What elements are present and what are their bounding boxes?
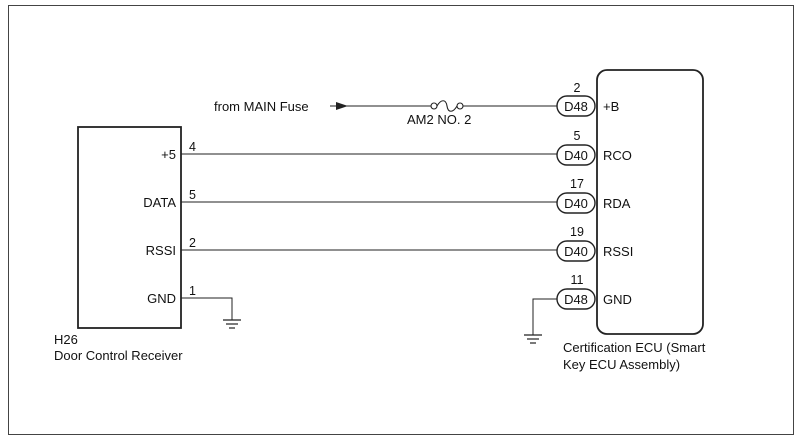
ecu-ground-symbol (524, 334, 542, 344)
receiver-pin-4: 4 (189, 140, 196, 154)
fuse-symbol (430, 100, 464, 112)
ecu-connector-label: D40 (564, 244, 588, 259)
receiver-pin-1: 1 (189, 284, 196, 298)
receiver-name: Door Control Receiver (54, 348, 183, 363)
receiver-terminal-plus5: +5 (161, 147, 176, 162)
ecu-terminal-rssi: RSSI (603, 244, 633, 259)
ecu-connector-rda (556, 192, 596, 214)
ecu-terminal-rda: RDA (603, 196, 631, 211)
receiver-pin-2: 2 (189, 236, 196, 250)
ecu-pin-19: 19 (570, 225, 584, 239)
receiver-pin-5: 5 (189, 188, 196, 202)
receiver-terminal-rssi: RSSI (146, 243, 176, 258)
ecu-pin-11: 11 (571, 273, 584, 287)
ecu-terminal-gnd: GND (603, 292, 632, 307)
ecu-terminal-plusb: +B (603, 99, 619, 114)
receiver-terminal-data: DATA (143, 195, 176, 210)
supply-arrow (336, 102, 348, 110)
ecu-connector-label: D48 (564, 292, 588, 307)
ecu-pin-5: 5 (574, 129, 581, 143)
ecu-ground-wire (532, 298, 557, 335)
ecu-pin-17: 17 (570, 177, 584, 191)
receiver-terminal-gnd: GND (147, 291, 176, 306)
receiver-box (77, 126, 182, 329)
fuse-label: AM2 NO. 2 (407, 112, 471, 127)
diagram-frame (8, 5, 794, 435)
receiver-code: H26 (54, 332, 78, 347)
ecu-pin-2: 2 (574, 81, 581, 95)
supply-source-label: from MAIN Fuse (214, 99, 309, 114)
ecu-box (596, 69, 704, 335)
ecu-connector-label: D40 (564, 196, 588, 211)
ecu-connector-label: D48 (564, 99, 588, 114)
ecu-connector-label: D40 (564, 148, 588, 163)
ecu-connector-plusb (556, 95, 596, 117)
ecu-name-line1: Certification ECU (Smart (563, 340, 706, 355)
receiver-ground-symbol (223, 319, 241, 329)
ecu-connector-rco (556, 144, 596, 166)
ecu-terminal-rco: RCO (603, 148, 632, 163)
ecu-connector-rssi (556, 240, 596, 262)
receiver-ground-wire (181, 297, 233, 320)
ecu-name-line2: Key ECU Assembly) (563, 357, 680, 372)
